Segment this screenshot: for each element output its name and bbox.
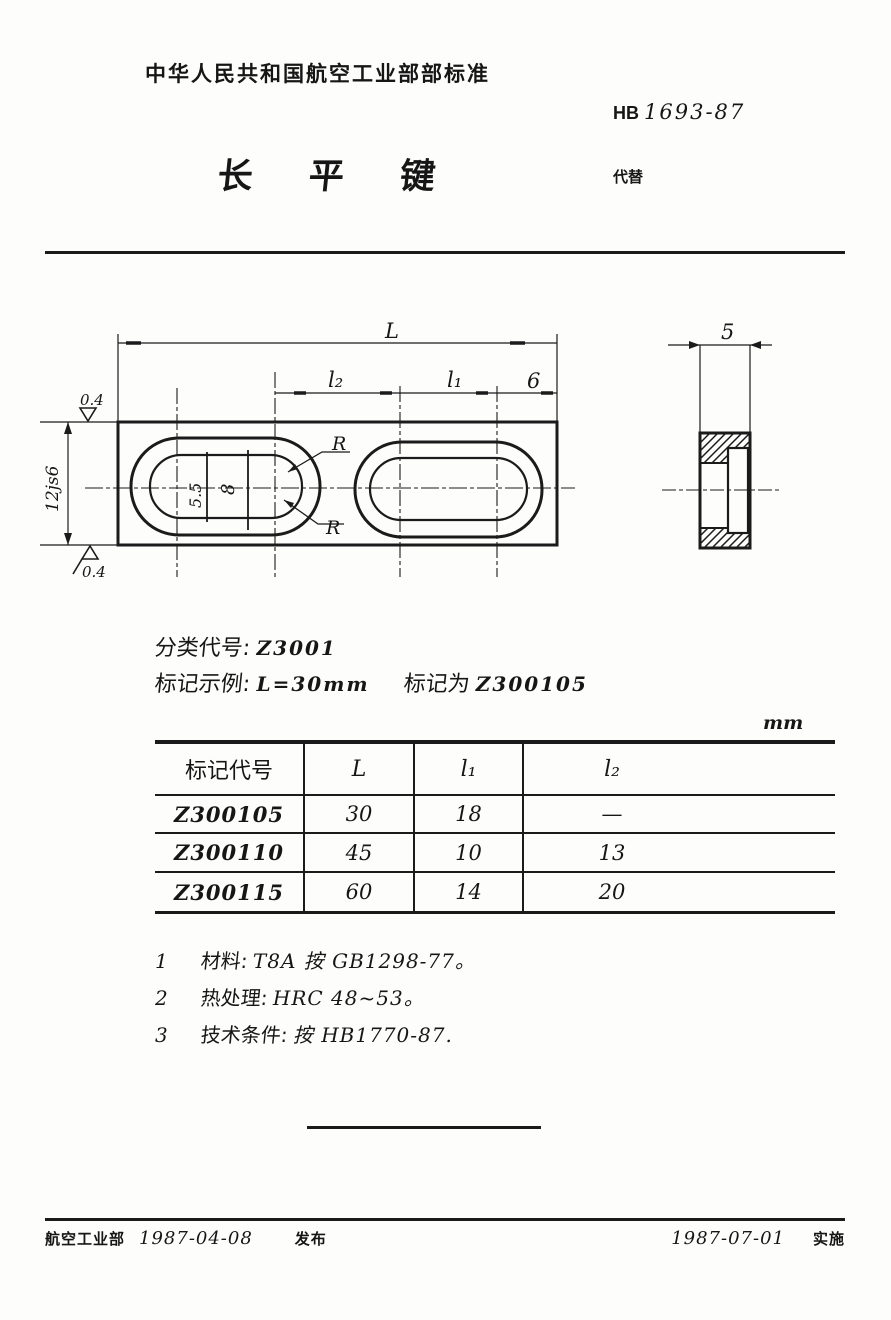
right-slot-inner	[368, 456, 529, 522]
dim-label-l1: l₁	[447, 368, 462, 392]
issue-date: 1987-04-08	[139, 1228, 253, 1249]
issue-label: 发布	[294, 1231, 327, 1248]
right-slot-outer	[353, 440, 544, 539]
row-code: Z300105	[155, 796, 303, 834]
row-l1: 18	[413, 796, 522, 834]
standard-org-title: 中华人民共和国航空工业部部标准	[145, 63, 490, 86]
side-section-view	[662, 341, 780, 550]
document-title: 长 平 键	[215, 157, 460, 197]
note-3: 3 技术条件: 按 HB1770-87.	[155, 1019, 453, 1048]
left-slot-inner	[148, 453, 304, 520]
header-divider	[45, 251, 845, 254]
main-view	[40, 334, 575, 577]
dim-label-thickness: 5	[721, 320, 734, 344]
footer: 航空工业部 1987-04-08 发布 1987-07-01 实施	[45, 1228, 845, 1249]
roughness-value-bottom: 0.4	[82, 563, 106, 581]
row-code: Z300115	[173, 879, 284, 905]
drawing-labels: L l₂ l₁ 6 R R 5 0.4 0.4 12js6 5.5 8	[43, 319, 734, 581]
col-header-L: L	[303, 744, 413, 796]
table-unit-label: mm	[763, 712, 804, 734]
row-L: 60	[303, 873, 413, 911]
note-label: 材料:	[199, 949, 249, 973]
impl-label: 实施	[812, 1231, 845, 1248]
roughness-symbol-bottom	[72, 544, 100, 575]
dim-label-height: 12js6	[43, 465, 63, 512]
radius-arrow-bottom	[284, 500, 294, 508]
dim-label-inner-width: 5.5	[186, 483, 205, 508]
note-number: 3	[155, 1023, 169, 1047]
marking-condition: L=30mm	[256, 672, 370, 696]
note-label: 技术条件:	[199, 1023, 289, 1047]
col-header-code: 标记代号	[155, 744, 303, 796]
note-1: 1 材料: T8A 按 GB1298-77。	[155, 945, 476, 974]
issuer-name: 航空工业部	[45, 1231, 126, 1248]
standard-code-number: 1693-87	[644, 100, 746, 124]
spec-table: 标记代号 L l₁ l₂ Z300105 30 18 — Z300110 45 …	[155, 740, 835, 914]
replaces-label: 代替	[613, 169, 644, 186]
dim-label-L: L	[384, 319, 399, 343]
row-l2: 20	[522, 873, 835, 911]
roughness-value-top: 0.4	[80, 391, 104, 409]
row-l2: —	[522, 796, 835, 834]
radius-label-top: R	[331, 433, 346, 455]
note-number: 1	[155, 949, 169, 973]
classification-line: 分类代号: Z3001	[153, 630, 337, 662]
end-of-text-rule	[307, 1126, 541, 1129]
footer-divider	[45, 1218, 845, 1221]
standard-code-prefix: HB	[613, 103, 639, 123]
footer-issue-group: 航空工业部 1987-04-08 发布	[45, 1228, 327, 1249]
dim-label-6: 6	[527, 369, 540, 393]
radius-arrow-top	[288, 464, 298, 472]
dim-label-outer-width: 8	[218, 484, 239, 495]
standard-code: HB 1693-87	[613, 100, 745, 124]
marking-middle-label: 标记为	[402, 672, 471, 697]
key-body-outline	[116, 420, 559, 547]
col-header-l2: l₂	[522, 744, 835, 796]
technical-drawing: L l₂ l₁ 6 R R 5 0.4 0.4 12js6 5.5 8	[40, 319, 780, 581]
row-L: 45	[303, 834, 413, 873]
col-header-l1: l₁	[413, 744, 522, 796]
note-label: 热处理:	[199, 986, 269, 1010]
row-L: 30	[303, 796, 413, 834]
left-slot-outer	[129, 436, 322, 537]
footer-impl-group: 1987-07-01 实施	[671, 1228, 845, 1249]
note-value: 按 HB1770-87.	[292, 1023, 453, 1047]
marking-example-label: 标记示例:	[153, 672, 252, 697]
dim-label-l2: l₂	[328, 368, 343, 392]
note-number: 2	[155, 986, 169, 1010]
row-code: Z300110	[155, 834, 303, 873]
classification-code: Z3001	[256, 636, 337, 660]
marking-code: Z300105	[475, 672, 588, 696]
classification-label: 分类代号:	[153, 636, 252, 661]
impl-date: 1987-07-01	[671, 1228, 785, 1249]
marking-example-line: 标记示例: L=30mm 标记为 Z300105	[153, 666, 588, 698]
row-l1: 10	[413, 834, 522, 873]
note-value: T8A 按 GB1298-77。	[252, 949, 476, 973]
roughness-symbol-top	[78, 407, 98, 423]
row-l2: 13	[522, 834, 835, 873]
row-l1: 14	[413, 873, 522, 911]
note-value: HRC 48~53。	[272, 986, 425, 1010]
note-2: 2 热处理: HRC 48~53。	[155, 982, 425, 1011]
radius-label-bottom: R	[325, 517, 340, 539]
